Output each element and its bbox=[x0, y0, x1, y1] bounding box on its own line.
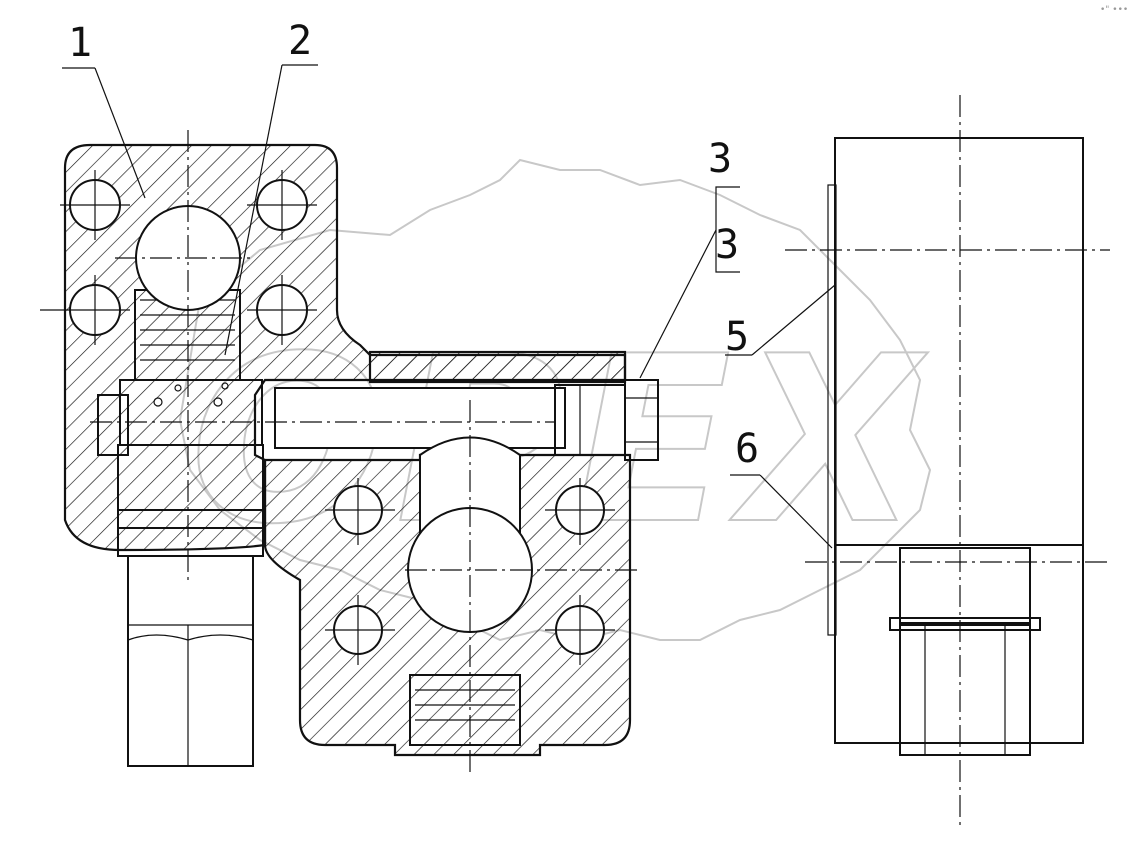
corner-mark: •" ••• bbox=[1100, 5, 1128, 15]
callout-3-top: 3 bbox=[708, 136, 732, 182]
horizontal-passage bbox=[274, 387, 566, 449]
bolt-holes-center bbox=[325, 478, 615, 665]
hex-nut-left bbox=[127, 555, 254, 767]
side-view bbox=[785, 95, 1110, 825]
leader-lines bbox=[62, 64, 836, 549]
callout-2: 2 bbox=[288, 18, 312, 64]
center-lines bbox=[90, 130, 640, 775]
callout-5: 5 bbox=[725, 314, 749, 360]
callout-3-bracket: 3 bbox=[715, 222, 739, 268]
callout-1: 1 bbox=[68, 20, 92, 66]
callout-6: 6 bbox=[735, 426, 759, 472]
cartridge-left bbox=[97, 379, 264, 557]
bolt-holes-left bbox=[40, 170, 317, 345]
port-left bbox=[115, 205, 255, 381]
plug-part-3 bbox=[554, 379, 659, 461]
